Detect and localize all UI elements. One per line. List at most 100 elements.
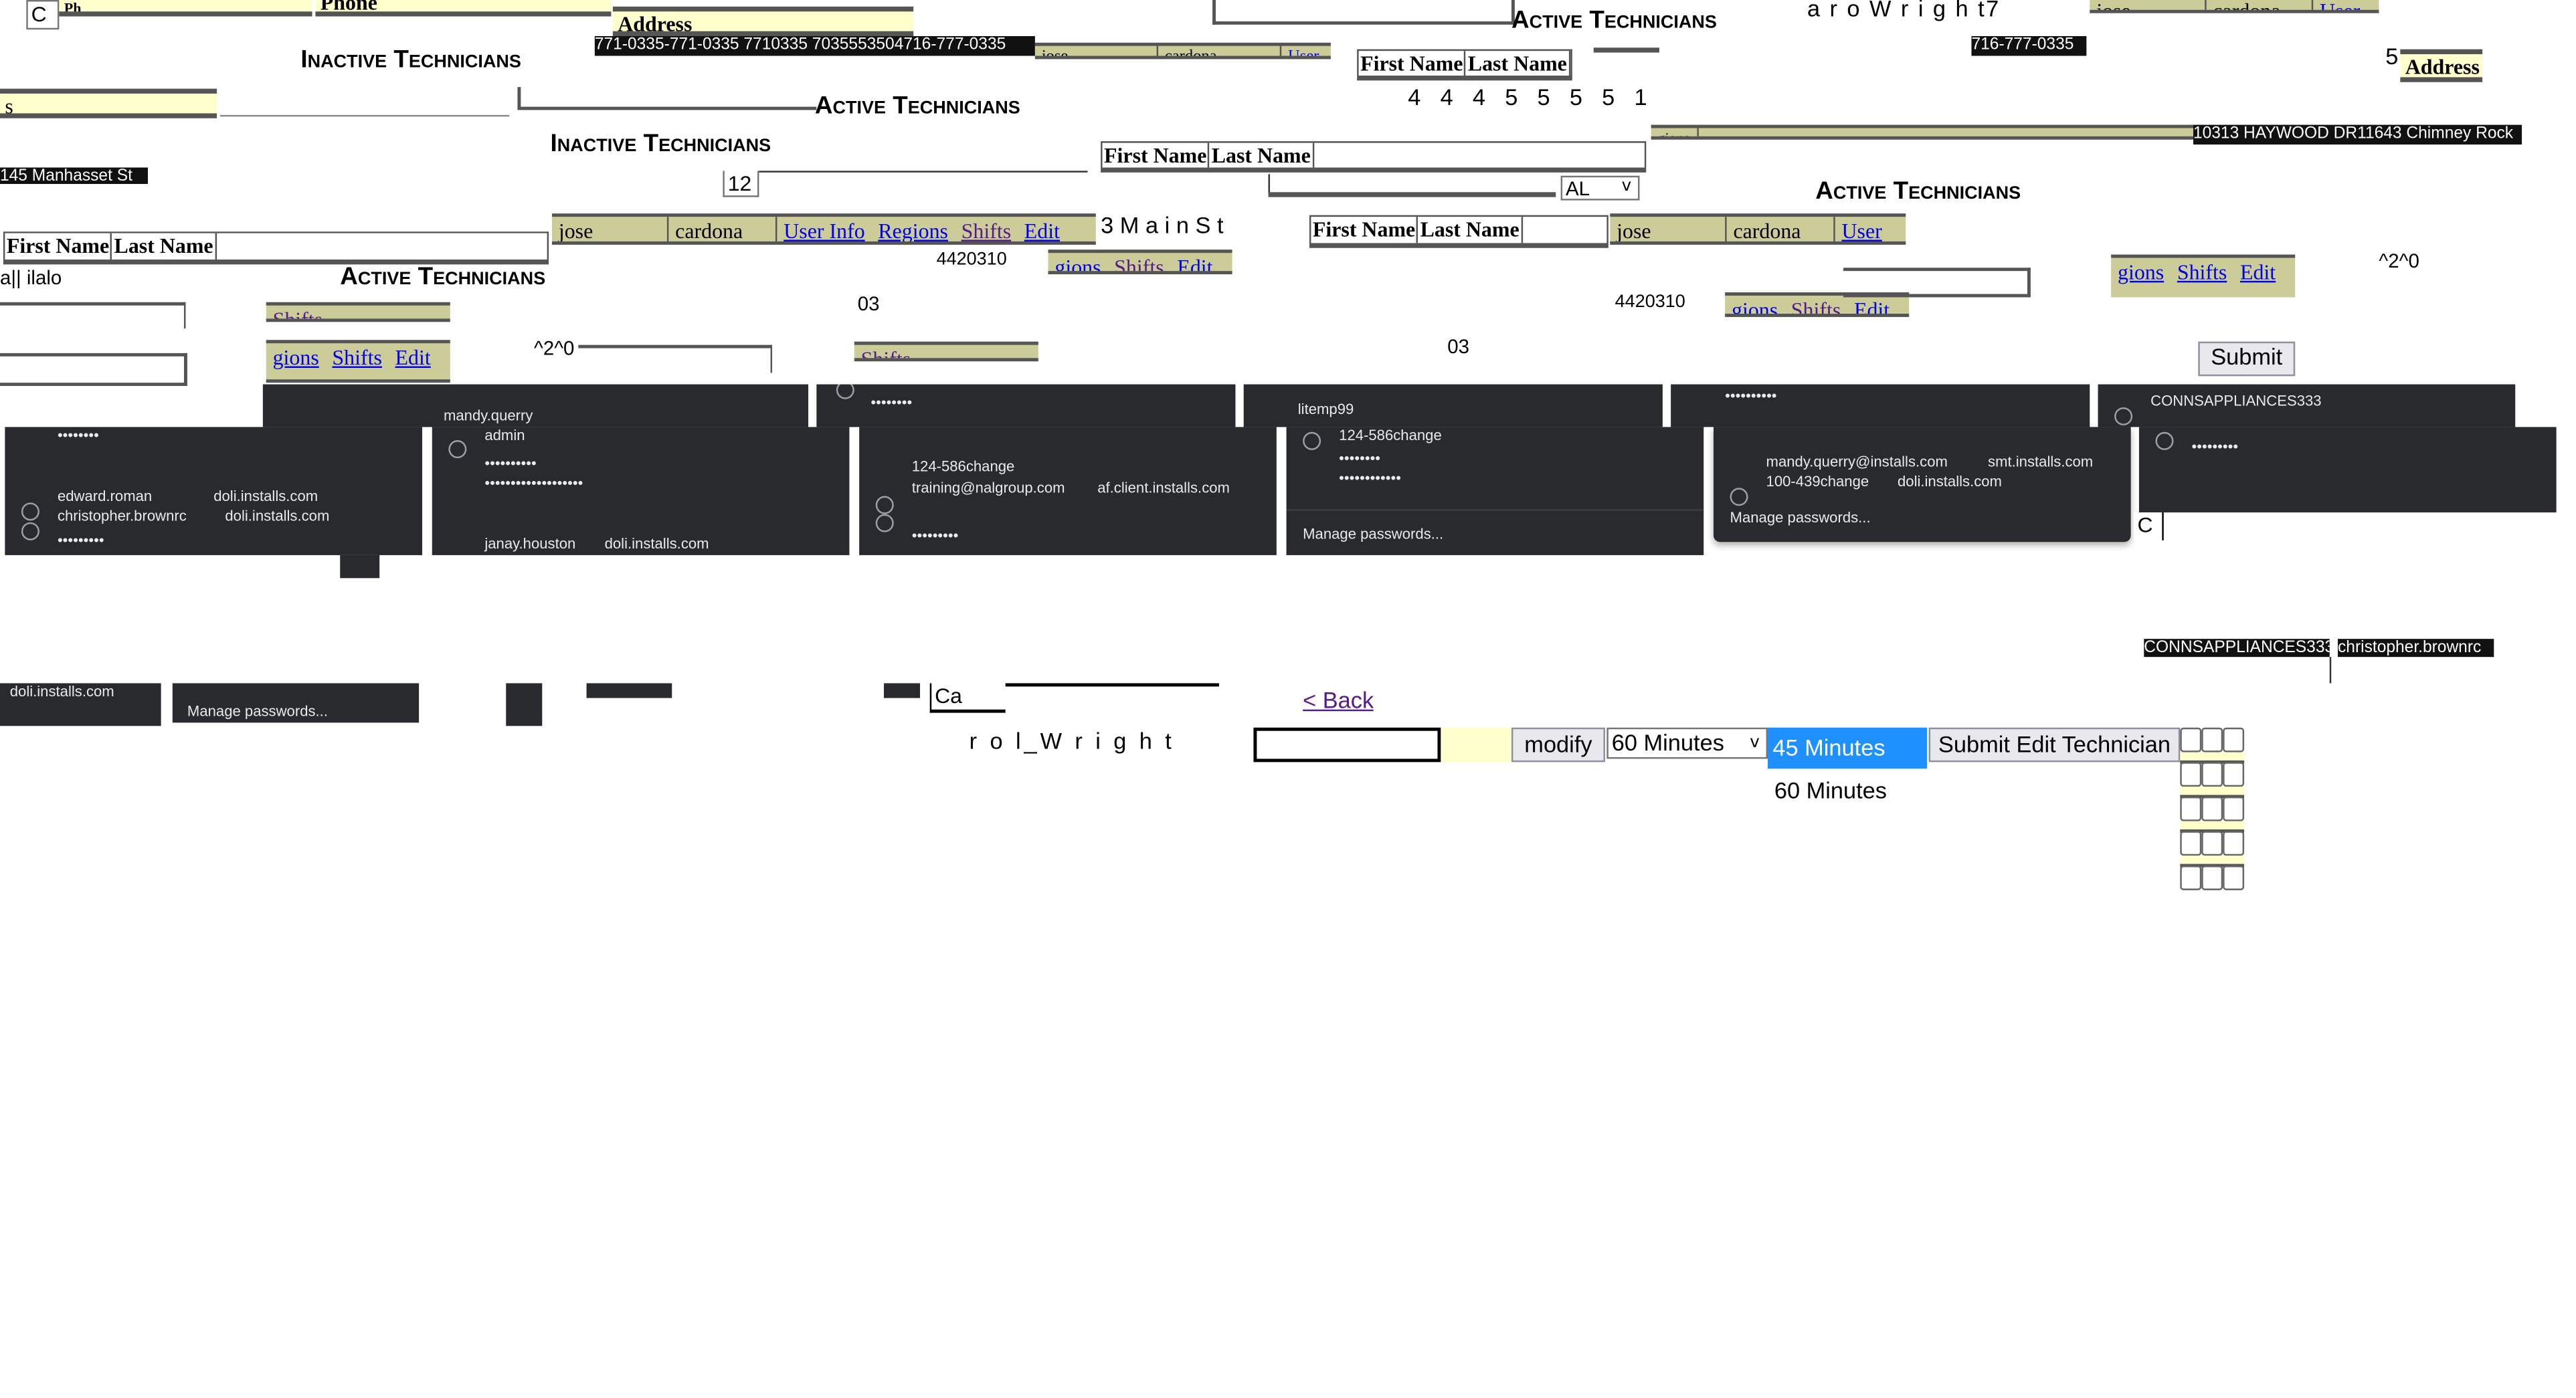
autofill-username[interactable]: janay.houston <box>484 535 576 553</box>
active-technicians-heading: Active Technicians <box>814 92 1020 120</box>
digits-fragment: 4 4 4 5 5 5 5 1 <box>1408 84 1654 110</box>
technician-name-input[interactable] <box>1253 727 1441 763</box>
checkbox[interactable] <box>2201 796 2223 821</box>
autofill-password[interactable]: •••••••• <box>870 394 913 411</box>
checkbox[interactable] <box>2180 796 2202 821</box>
search-input[interactable]: C <box>26 0 60 30</box>
shifts-link[interactable]: Shifts <box>1790 297 1841 317</box>
divider <box>1843 268 2031 298</box>
address-strip: 145 Manhasset St <box>0 167 148 185</box>
manage-passwords-link[interactable]: Manage passwords... <box>1303 525 1444 542</box>
duration-option-60[interactable]: 60 Minutes <box>1774 777 1887 803</box>
autofill-password[interactable]: •••••••••• <box>484 455 537 472</box>
regions-link-cut: gions <box>1651 128 1698 136</box>
checkbox[interactable] <box>2201 865 2223 890</box>
regions-link[interactable]: gions <box>1731 297 1778 317</box>
checkbox[interactable] <box>2180 762 2202 787</box>
zip-fragment: 03 <box>1447 334 1470 359</box>
checkbox[interactable] <box>2201 762 2223 787</box>
manage-passwords-link[interactable]: Manage passwords... <box>1730 509 1871 526</box>
edit-link[interactable]: Edit <box>395 344 431 370</box>
phone-number-strip: 716-777-0335 <box>1971 36 2087 56</box>
zip-fragment: 4420310 <box>936 249 1007 270</box>
checkbox[interactable] <box>2223 865 2245 890</box>
active-technicians-heading: Active Technicians <box>1511 6 1717 35</box>
duration-option-45[interactable]: 45 Minutes <box>1768 727 1928 769</box>
shifts-link[interactable]: Shifts <box>272 307 323 322</box>
shifts-link[interactable]: Shifts <box>961 218 1012 243</box>
autofill-dropdown: •••••••••• <box>1671 384 2090 427</box>
user-info-link[interactable]: User Info <box>784 218 865 243</box>
checkbox[interactable] <box>2223 762 2245 787</box>
autofill-password[interactable]: ••••••••• <box>911 527 959 544</box>
address-strip: 10313 HAYWOOD DR11643 Chimney Rock <box>2193 124 2522 145</box>
submit-edit-technician-button[interactable]: Submit Edit Technician <box>1928 727 2181 763</box>
submit-button[interactable]: Submit <box>2198 341 2296 377</box>
technician-row: gions Shifts Edit <box>1048 249 1232 275</box>
autofill-username[interactable]: training@nalgroup.com <box>911 479 1065 496</box>
modify-button[interactable]: modify <box>1511 727 1605 763</box>
shifts-link[interactable]: Shifts <box>1114 254 1164 275</box>
regions-link[interactable]: Regions <box>878 218 948 243</box>
manage-passwords-link[interactable]: Manage passwords... <box>187 702 328 720</box>
inactive-technicians-heading: Inactive Technicians <box>550 129 771 158</box>
autofill-dropdown: doli.installs.com <box>0 683 161 726</box>
table-header: First Name Last Name <box>1309 215 1608 248</box>
autofill-username[interactable]: 100-439change <box>1766 473 1869 490</box>
edit-link[interactable]: Edit <box>1177 254 1213 275</box>
globe-icon <box>2155 431 2174 450</box>
autofill-password[interactable]: ••••••••••••••••••• <box>484 474 583 492</box>
checkbox[interactable] <box>2201 727 2223 753</box>
divider <box>2329 657 2332 684</box>
globe-icon <box>875 496 894 514</box>
edit-link[interactable]: Edit <box>1853 297 1890 317</box>
technician-row: gions Shifts Edit <box>266 340 450 383</box>
autofill-password[interactable]: ••••••••• <box>2191 438 2239 456</box>
regions-link[interactable]: gions <box>272 344 319 370</box>
zip-input[interactable]: 12 <box>723 171 759 197</box>
autofill-password[interactable]: •••••••• <box>1339 450 1381 467</box>
shifts-link[interactable]: Shifts <box>860 346 911 362</box>
checkbox[interactable] <box>2180 727 2202 753</box>
autofill-password[interactable]: •••••••• <box>57 427 99 443</box>
edit-link[interactable]: Edit <box>2239 259 2276 284</box>
chevron-down-icon: v <box>1750 734 1760 753</box>
regions-link[interactable]: gions <box>2118 259 2165 284</box>
back-link[interactable]: < Back <box>1303 686 1374 713</box>
checkbox[interactable] <box>2223 831 2245 856</box>
checkbox[interactable] <box>2180 865 2202 890</box>
state-select[interactable]: AL v <box>1560 175 1640 201</box>
autofill-username[interactable]: christopher.brownrc <box>57 507 187 524</box>
shifts-link[interactable]: Shifts <box>332 344 382 370</box>
regions-link[interactable]: gions <box>1054 254 1101 275</box>
autofill-username[interactable]: mandy.querry <box>443 407 533 424</box>
autofill-domain: doli.installs.com <box>1897 473 2002 490</box>
user-info-link[interactable]: User <box>2320 0 2361 13</box>
user-info-link[interactable]: User <box>1841 218 1882 243</box>
globe-icon <box>21 502 39 521</box>
autofill-username[interactable]: admin <box>484 427 525 443</box>
user-info-link[interactable]: User <box>1288 47 1319 60</box>
shifts-link[interactable]: Shifts <box>2177 259 2227 284</box>
autofill-password[interactable]: •••••••••• <box>1725 387 1777 405</box>
autofill-username[interactable]: 124-586change <box>1339 427 1442 443</box>
checkbox[interactable] <box>2180 831 2202 856</box>
autofill-username[interactable]: 124-586change <box>911 458 1015 475</box>
checkbox[interactable] <box>2201 831 2223 856</box>
input-box <box>0 302 186 329</box>
autofill-username[interactable]: mandy.querry@installs.com <box>1766 453 1948 470</box>
autofill-username[interactable]: CONNSAPPLIANCES333 <box>2150 392 2322 409</box>
autofill-domain: smt.installs.com <box>1988 453 2094 470</box>
city-input[interactable]: Ca <box>929 683 1006 713</box>
autofill-username[interactable]: edward.roman <box>57 488 153 504</box>
duration-select[interactable]: 60 Minutes v <box>1606 727 1768 759</box>
autofill-dropdown: litemp99 <box>1243 384 1663 427</box>
technician-row: gions Shifts Edit <box>2111 254 2296 298</box>
checkbox[interactable] <box>2223 796 2245 821</box>
checkbox[interactable] <box>2223 727 2245 753</box>
autofill-username[interactable]: litemp99 <box>1297 401 1354 417</box>
edit-link[interactable]: Edit <box>1024 218 1061 243</box>
company-input[interactable]: C <box>2134 512 2164 540</box>
autofill-password[interactable]: •••••••••••• <box>1339 470 1401 486</box>
autofill-password[interactable]: ••••••••• <box>57 532 104 549</box>
